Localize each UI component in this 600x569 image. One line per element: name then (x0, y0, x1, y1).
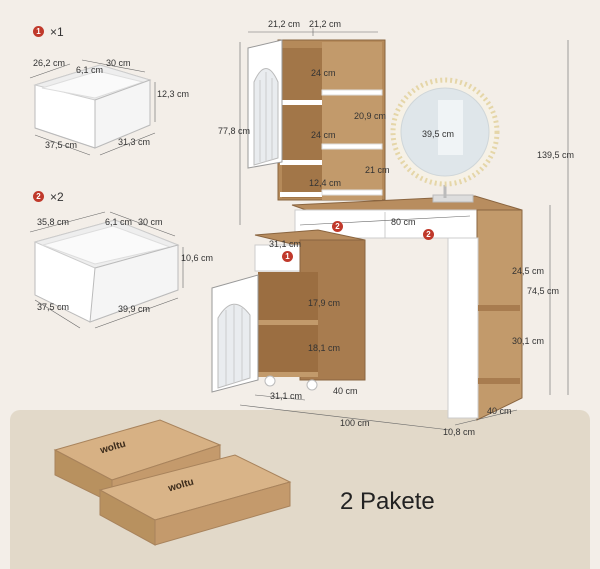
right-height: 74,5 cm (527, 286, 560, 296)
drawer-2-length: 39,9 cm (118, 304, 151, 314)
drawer-2-depth: 37,5 cm (37, 302, 70, 312)
drawer-2-width: 30 cm (138, 217, 163, 227)
drawer-1-width: 30 cm (106, 58, 131, 68)
leg-width: 10,8 cm (443, 427, 476, 437)
desk-drawer-badge-left: 2 (332, 221, 343, 232)
lower-drawer-width: 31,1 cm (269, 239, 302, 249)
lower-depth: 40 cm (333, 386, 358, 396)
drawer-1-depth: 37,5 cm (45, 140, 78, 150)
drawer-2-inner: 6,1 cm (105, 217, 133, 227)
mirror-diameter: 39,5 cm (422, 129, 455, 139)
right-shelf-2: 30,1 cm (512, 336, 545, 346)
side-shelf-1: 20,9 cm (354, 111, 387, 121)
lower-width: 31,1 cm (270, 391, 303, 401)
total-width: 100 cm (340, 418, 370, 428)
shelf-height-3: 12,4 cm (309, 178, 342, 188)
lower-shelf-1: 17,9 cm (308, 298, 341, 308)
drawer-1-height: 12,3 cm (157, 89, 190, 99)
upper-height: 77,8 cm (218, 126, 251, 136)
lower-drawer-badge: 1 (282, 251, 293, 262)
drawer-1-quantity: ×1 (50, 25, 64, 39)
drawer-2-height: 10,6 cm (181, 253, 214, 263)
vanity-cabinet (211, 39, 523, 421)
desk-drawer-badge-right: 2 (423, 229, 434, 240)
total-height: 139,5 cm (537, 150, 575, 160)
drawer-2-illustration (29, 211, 184, 329)
cabinet-top-width-2: 21,2 cm (309, 19, 342, 29)
right-depth: 40 cm (487, 406, 512, 416)
drawer-1-inner: 6,1 cm (76, 65, 104, 75)
drawer-2-badge: 2 (33, 191, 44, 202)
drawer-1-badge: 1 (33, 26, 44, 37)
drawer-2-width-left: 35,8 cm (37, 217, 70, 227)
shelf-height-2: 24 cm (311, 130, 336, 140)
drawer-1-depth-top: 26,2 cm (33, 58, 66, 68)
package-boxes (53, 419, 292, 546)
cabinet-top-width-1: 21,2 cm (268, 19, 301, 29)
lower-shelf-2: 18,1 cm (308, 343, 341, 353)
drawer-2-quantity: ×2 (50, 190, 64, 204)
drawer-1-illustration (29, 59, 156, 156)
shelf-height-1: 24 cm (311, 68, 336, 78)
side-shelf-2: 21 cm (365, 165, 390, 175)
right-shelf-1: 24,5 cm (512, 266, 545, 276)
dimension-lines (239, 28, 569, 431)
packages-label: 2 Pakete (340, 488, 435, 515)
desk-width: 80 cm (391, 217, 416, 227)
drawer-1-length: 31,3 cm (118, 137, 151, 147)
